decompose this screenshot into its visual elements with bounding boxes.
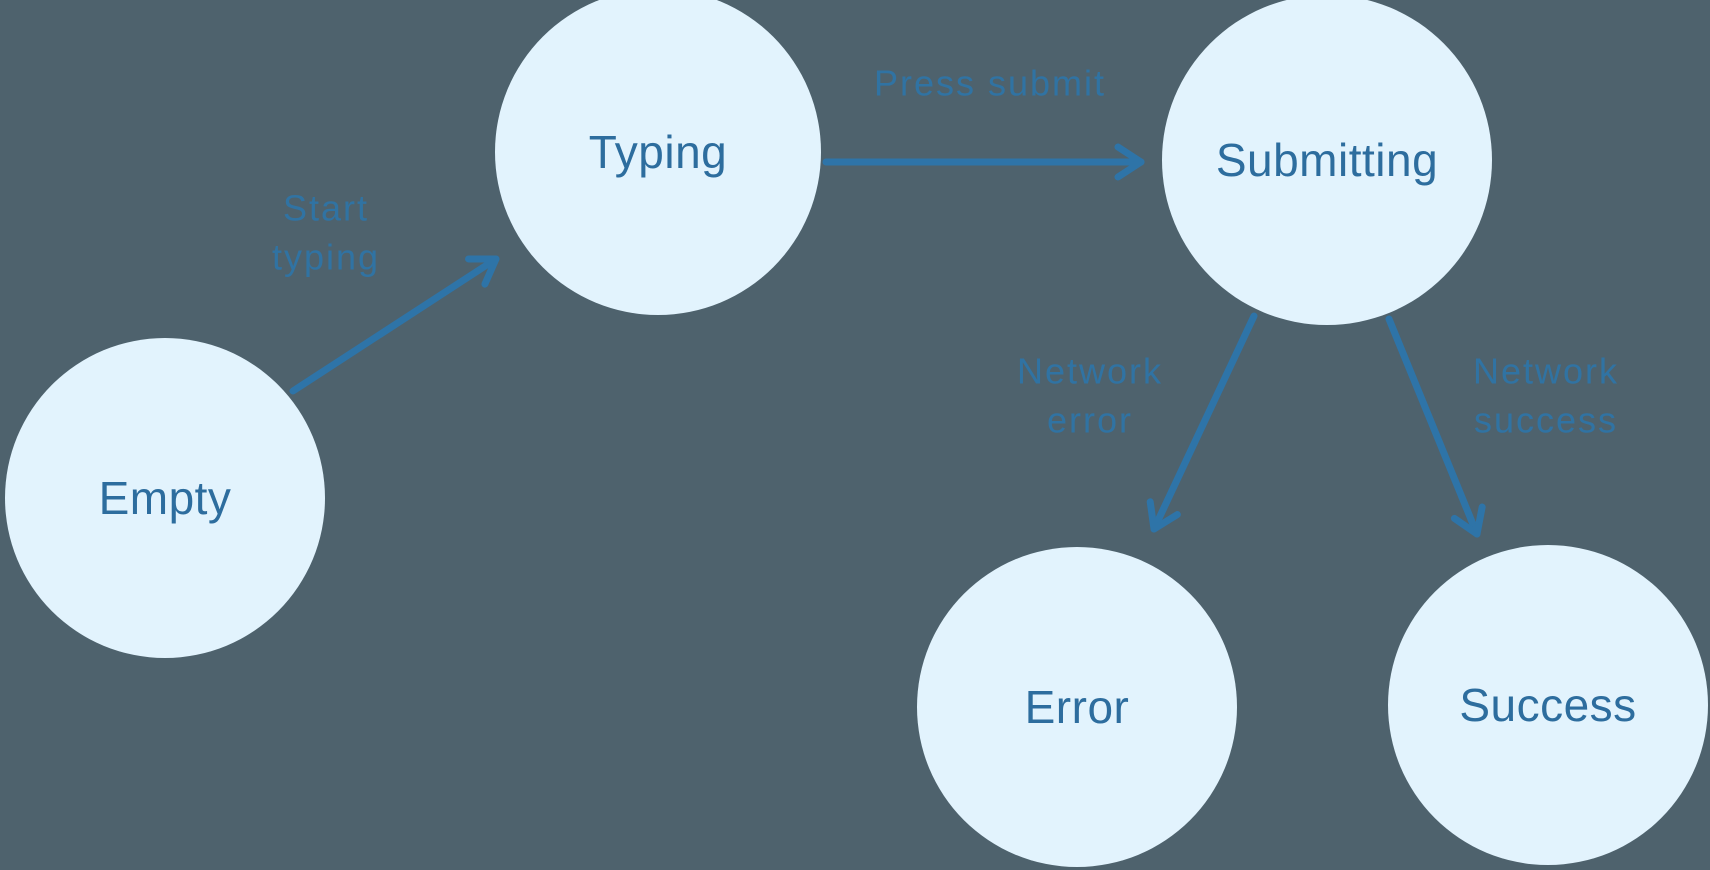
arrow-submitting-to-error bbox=[1146, 312, 1258, 533]
state-node-success: Success bbox=[1388, 545, 1708, 865]
state-label-error: Error bbox=[1024, 681, 1130, 733]
state-node-empty: Empty bbox=[5, 338, 325, 658]
arrow-submitting-to-success bbox=[1385, 315, 1486, 538]
state-label-submitting: Submitting bbox=[1215, 134, 1439, 186]
state-node-submitting: Submitting bbox=[1162, 0, 1492, 325]
state-label-typing: Typing bbox=[588, 126, 728, 178]
state-label-success: Success bbox=[1459, 679, 1637, 731]
state-label-empty: Empty bbox=[98, 472, 232, 524]
transition-label-network-success: Network success bbox=[1472, 350, 1620, 440]
state-node-error: Error bbox=[917, 547, 1237, 867]
transition-label-network-error: Network error bbox=[1016, 350, 1164, 440]
transition-label-press-submit: Press submit bbox=[873, 62, 1107, 104]
state-node-typing: Typing bbox=[495, 0, 821, 315]
transition-label-start-typing: Start typing bbox=[271, 187, 381, 277]
